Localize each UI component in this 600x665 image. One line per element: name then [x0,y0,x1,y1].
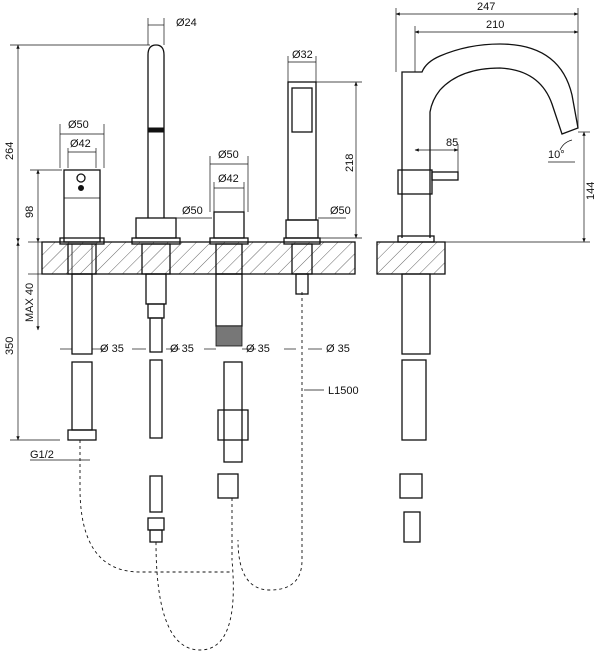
deck-slab-side [376,241,446,275]
dim-g12: G1/2 [30,449,54,461]
dim-max40: MAX 40 [24,283,36,322]
dim-85: 85 [446,137,458,149]
dim-210: 210 [486,19,504,31]
dim-valve-d42: Ø42 [218,173,239,185]
dim-hole-2: Ø 35 [170,343,194,355]
dim-hole-1: Ø 35 [100,343,124,355]
dim-spout-base-d50: Ø50 [182,205,203,217]
dim-350: 350 [4,337,16,355]
deck-slab-front [41,241,356,275]
dim-218: 218 [344,154,356,172]
dim-264: 264 [4,142,16,160]
shower-component [162,56,362,295]
dim-valve-d50: Ø50 [218,149,239,161]
mixer-component [59,124,105,441]
dim-hole-3: Ø 35 [246,343,270,355]
dim-98: 98 [24,206,36,218]
dim-shower-d32: Ø32 [292,49,313,61]
dim-144: 144 [585,182,597,200]
dim-spout-d24: Ø24 [176,17,197,29]
side-view [395,8,590,543]
dim-mixer-d42: Ø42 [70,138,91,150]
valve-component [209,156,249,499]
hoses [79,292,324,651]
dim-247: 247 [477,1,495,13]
dim-mixer-d50: Ø50 [68,119,89,131]
dim-hole-4: Ø 35 [326,343,350,355]
dim-holder-d50: Ø50 [330,205,351,217]
hose-length-label: L1500 [328,385,359,397]
dim-10-degree: 10° [548,149,565,161]
spout-component [131,18,181,543]
